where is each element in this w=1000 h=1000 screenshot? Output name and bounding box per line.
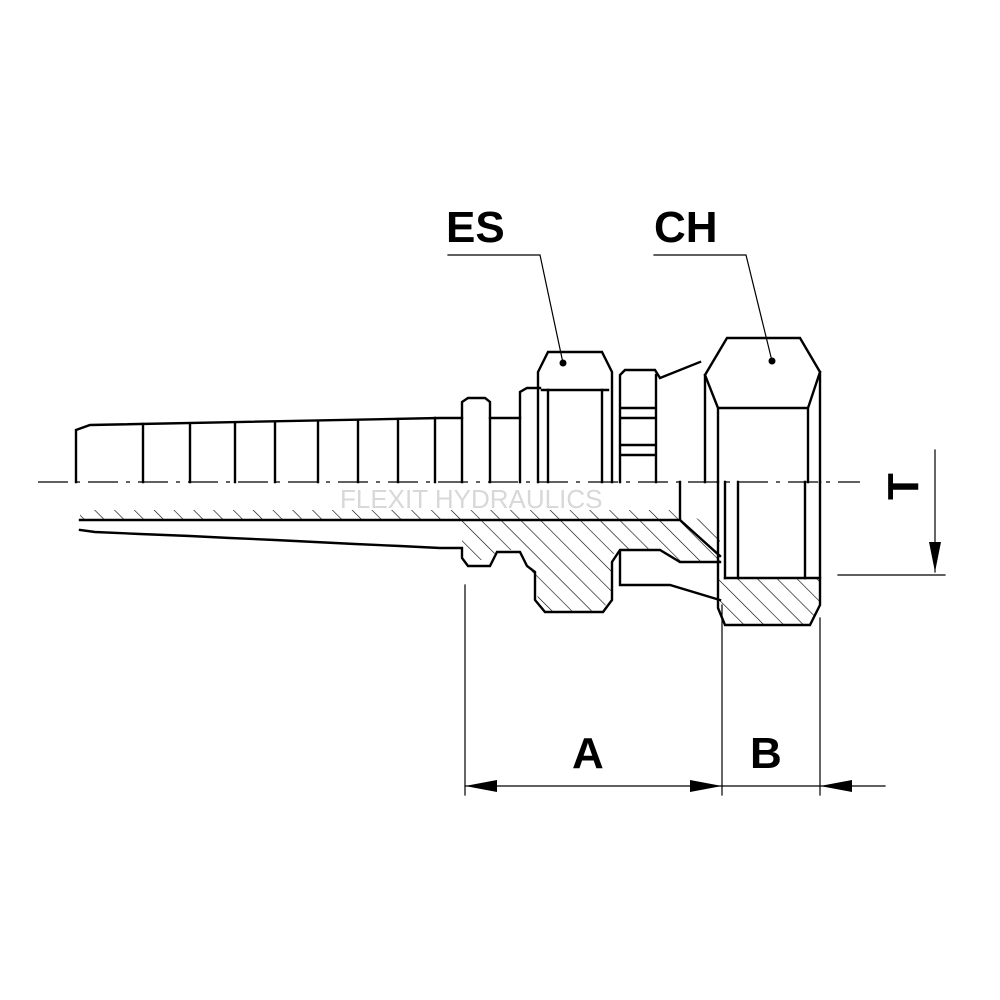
ring-cavity (618, 550, 722, 602)
label-es: ES (446, 203, 505, 252)
a-arrow-left (465, 780, 497, 792)
ring-grooves (620, 373, 658, 484)
watermark-text: FLEXIT HYDRAULICS (340, 484, 602, 514)
ring-body (618, 360, 702, 484)
es-hex-edges (546, 388, 604, 484)
ch-hex-faces (703, 370, 822, 484)
ch-hex (703, 336, 822, 484)
outside-half (74, 336, 822, 484)
es-hex (536, 350, 614, 484)
section-half (78, 480, 822, 627)
barb-rings (141, 416, 522, 484)
main-hatch (80, 510, 720, 612)
b-arrow-right (820, 780, 852, 792)
lower-outline (78, 528, 722, 614)
ch-leader-line (653, 254, 773, 362)
es-leader-line (447, 254, 564, 364)
label-t: T (879, 473, 928, 500)
bore-cone (678, 480, 722, 558)
label-a: A (572, 729, 604, 778)
tail-top-outline (74, 386, 542, 484)
a-arrow-right (690, 780, 722, 792)
nut-hatch (718, 578, 820, 625)
label-b: B (750, 729, 782, 778)
t-arrow-head (929, 542, 941, 572)
label-ch: CH (654, 203, 718, 252)
nut-inner-bore (723, 480, 807, 580)
nut-lower-outline (716, 480, 822, 627)
